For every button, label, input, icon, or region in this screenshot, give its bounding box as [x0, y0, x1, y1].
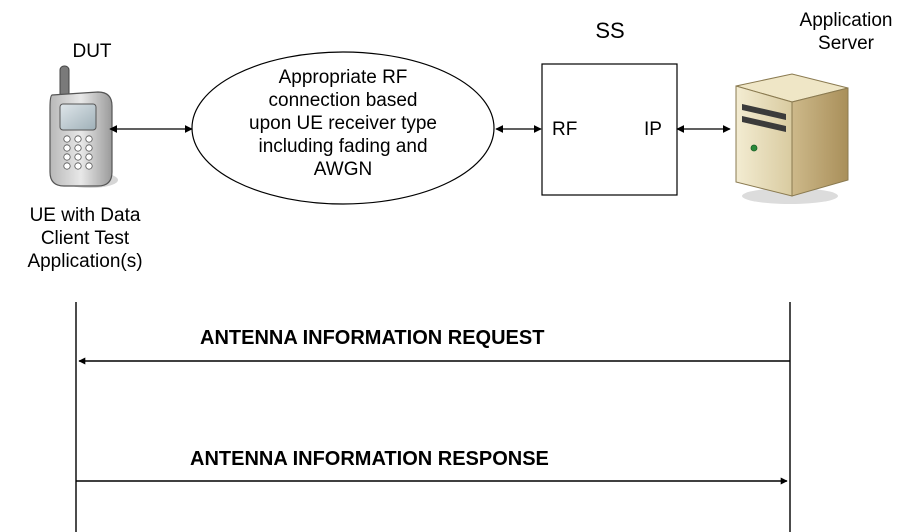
rf-connection-line: AWGN: [313, 159, 373, 180]
dut-title: DUT: [72, 41, 112, 62]
ss-rf-port-label: RF: [552, 119, 578, 140]
server-icon: [735, 73, 849, 204]
mobile-phone-icon: [49, 65, 118, 188]
dut-caption-line: UE with Data: [29, 205, 141, 226]
request-message-label: ANTENNA INFORMATION REQUEST: [200, 327, 545, 349]
rf-connection-text: Appropriate RF connection based upon UE …: [208, 66, 478, 181]
ss-box: [541, 63, 678, 196]
rf-connection-line: Appropriate RF: [278, 67, 408, 88]
dut-caption-line: Client Test: [40, 228, 130, 249]
server-title-line: Server: [818, 33, 874, 54]
server-title-line: Application: [799, 10, 893, 31]
rf-connection-ellipse: [191, 51, 495, 205]
rf-connection-line: upon UE receiver type: [249, 113, 437, 134]
server-title: Application Server: [786, 9, 906, 55]
dut-caption-line: Application(s): [27, 251, 143, 272]
dut-caption: UE with Data Client Test Application(s): [0, 204, 170, 273]
rf-connection-line: including fading and: [258, 136, 428, 157]
ss-ip-port-label: IP: [644, 119, 662, 140]
rf-connection-line: connection based: [268, 90, 418, 111]
response-message-label: ANTENNA INFORMATION RESPONSE: [190, 448, 549, 470]
ss-title: SS: [595, 18, 625, 43]
